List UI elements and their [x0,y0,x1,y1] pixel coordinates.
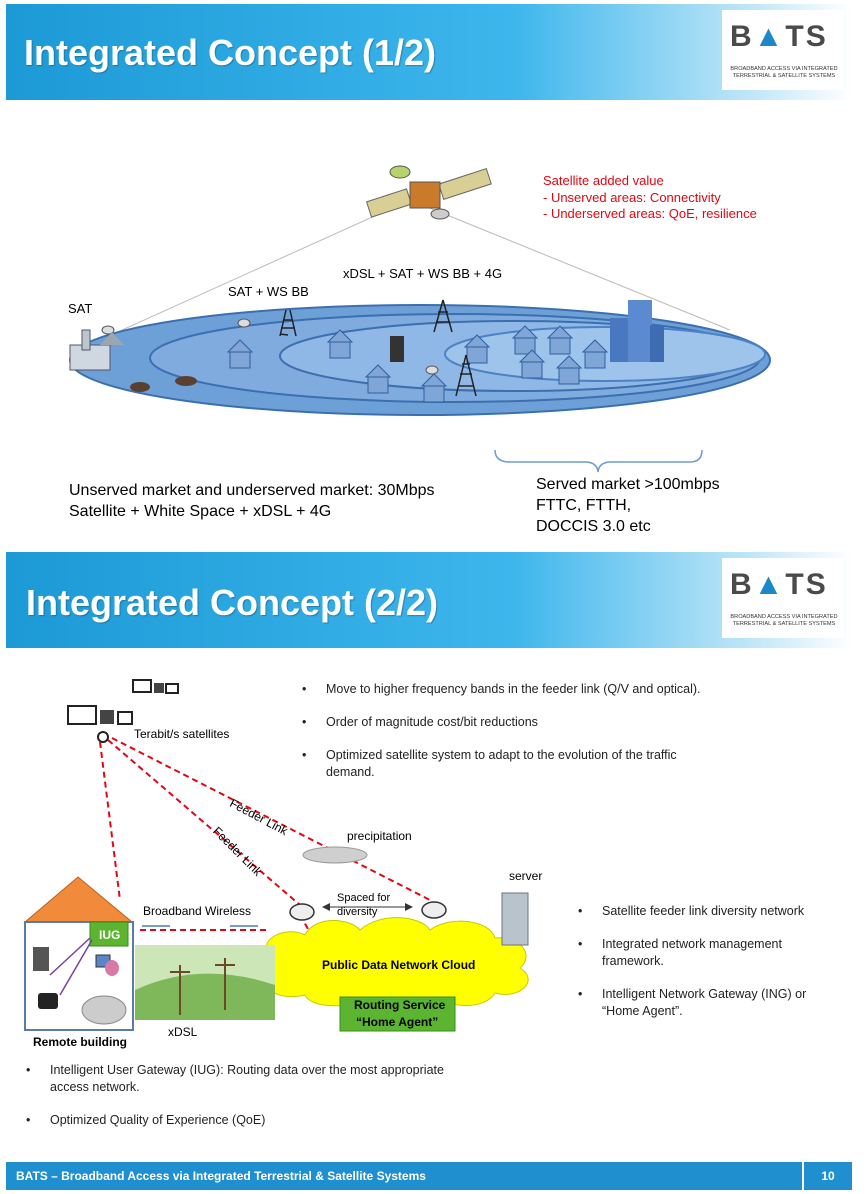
house-roof [23,876,134,923]
house-icon [326,329,354,359]
house-icon [555,355,583,385]
broadband-wireless-label: Broadband Wireless [143,904,252,918]
dish-icon [101,325,115,335]
xdsl-label: xDSL [168,1025,198,1039]
spaced-diversity-label: Spaced for diversity [337,892,391,918]
routing-service-box [339,996,456,1032]
list-item: Optimized Quality of Experience (QoE) [24,1112,484,1129]
server-icon [390,336,404,362]
routing-service-label: Routing Service [354,998,446,1012]
list-item: Intelligent User Gateway (IUG): Routing … [24,1062,484,1096]
logo-tagline: BROADBAND ACCESS VIA INTEGRATED TERRESTR… [730,66,838,79]
house-icon [518,349,546,379]
footer-bar: BATS – Broadband Access via Integrated T… [6,1162,852,1190]
satellite-value-line: - Underserved areas: QoE, resilience [543,206,757,221]
house-icon [420,373,448,403]
list-item: Satellite feeder link diversity network [576,903,836,920]
tower-icon [455,354,477,397]
served-market-line2: FTTC, FTTH, [536,497,632,514]
bats-logo: B▲TS BROADBAND ACCESS VIA INTEGRATED TER… [722,558,844,638]
unserved-market-line1: Unserved market and underserved market: … [69,482,435,499]
satellite-value-line: - Unserved areas: Connectivity [543,190,721,205]
list-item: Integrated network management framework. [576,936,836,970]
home-agent-label: “Home Agent” [356,1015,439,1029]
slide2-header: Integrated Concept (2/2) B▲TS BROADBAND … [6,552,852,648]
footer-text: BATS – Broadband Access via Integrated T… [16,1169,426,1183]
terabit-label: Terabit/s satellites [134,727,230,741]
cow-icon [130,376,197,392]
power-pole-icon [215,958,235,1010]
device-icons [33,947,127,1025]
satellite-icon [365,165,492,220]
logo-tagline: BROADBAND ACCESS VIA INTEGRATED TERRESTR… [730,614,838,627]
bats-logo: B▲TS BROADBAND ACCESS VIA INTEGRATED TER… [722,10,844,90]
precipitation-label: precipitation [347,829,412,843]
list-item: Optimized satellite system to adapt to t… [300,747,706,781]
list-item: Move to higher frequency bands in the fe… [300,681,740,698]
list-item: Order of magnitude cost/bit reductions [300,714,740,731]
ground-dish-icon [421,901,447,919]
served-market-line1: Served market >100mbps [536,476,720,493]
logo-wordmark: B▲TS [730,20,828,53]
top-bullet-list: Move to higher frequency bands in the fe… [300,681,740,797]
zone-label-sat-ws: SAT + WS BB [228,284,309,299]
logo-wordmark: B▲TS [730,568,828,601]
house-icon [581,339,609,369]
satellite-icon [132,679,179,694]
dish-icon [237,318,251,328]
iug-box [89,921,129,947]
zone-label-xdsl-mix: xDSL + SAT + WS BB + 4G [343,266,503,281]
power-pole-icon [170,965,190,1015]
house-icon [463,334,491,364]
network-diagram [23,679,529,1032]
tower-icon [433,299,453,333]
list-item: Intelligent Network Gateway (ING) or “Ho… [576,986,836,1020]
server-icon [501,892,529,946]
house-icon [226,339,254,369]
dish-icon [425,365,439,375]
bottom-bullet-list: Intelligent User Gateway (IUG): Routing … [24,1062,484,1145]
satellite-icon [67,705,133,743]
served-market-line3: DOCCIS 3.0 etc [536,518,651,535]
house-icon [546,325,574,355]
cloud-label: Public Data Network Cloud [322,958,476,972]
slide2-title: Integrated Concept (2/2) [26,582,439,623]
house-icon [364,364,392,394]
remote-building-label: Remote building [33,1035,127,1049]
slide1-title: Integrated Concept (1/2) [24,32,437,73]
ground-dish-icon [289,903,315,921]
house-icon [511,325,539,355]
satellite-value-heading: Satellite added value [543,173,664,188]
market-zones-diagram [69,165,771,473]
precipitation-cloud [302,846,368,864]
farm-icon [69,329,124,371]
iug-label: IUG [99,928,121,942]
served-brace [494,449,703,473]
unserved-market-line2: Satellite + White Space + xDSL + 4G [69,503,332,520]
server-label: server [509,869,543,883]
slide1-header: Integrated Concept (1/2) B▲TS BROADBAND … [6,4,852,100]
zone-label-sat: SAT [68,301,93,316]
page-number: 10 [802,1162,852,1190]
tower-icon [279,309,297,337]
right-bullet-list: Satellite feeder link diversity network … [576,903,836,1036]
city-icon [610,300,664,362]
